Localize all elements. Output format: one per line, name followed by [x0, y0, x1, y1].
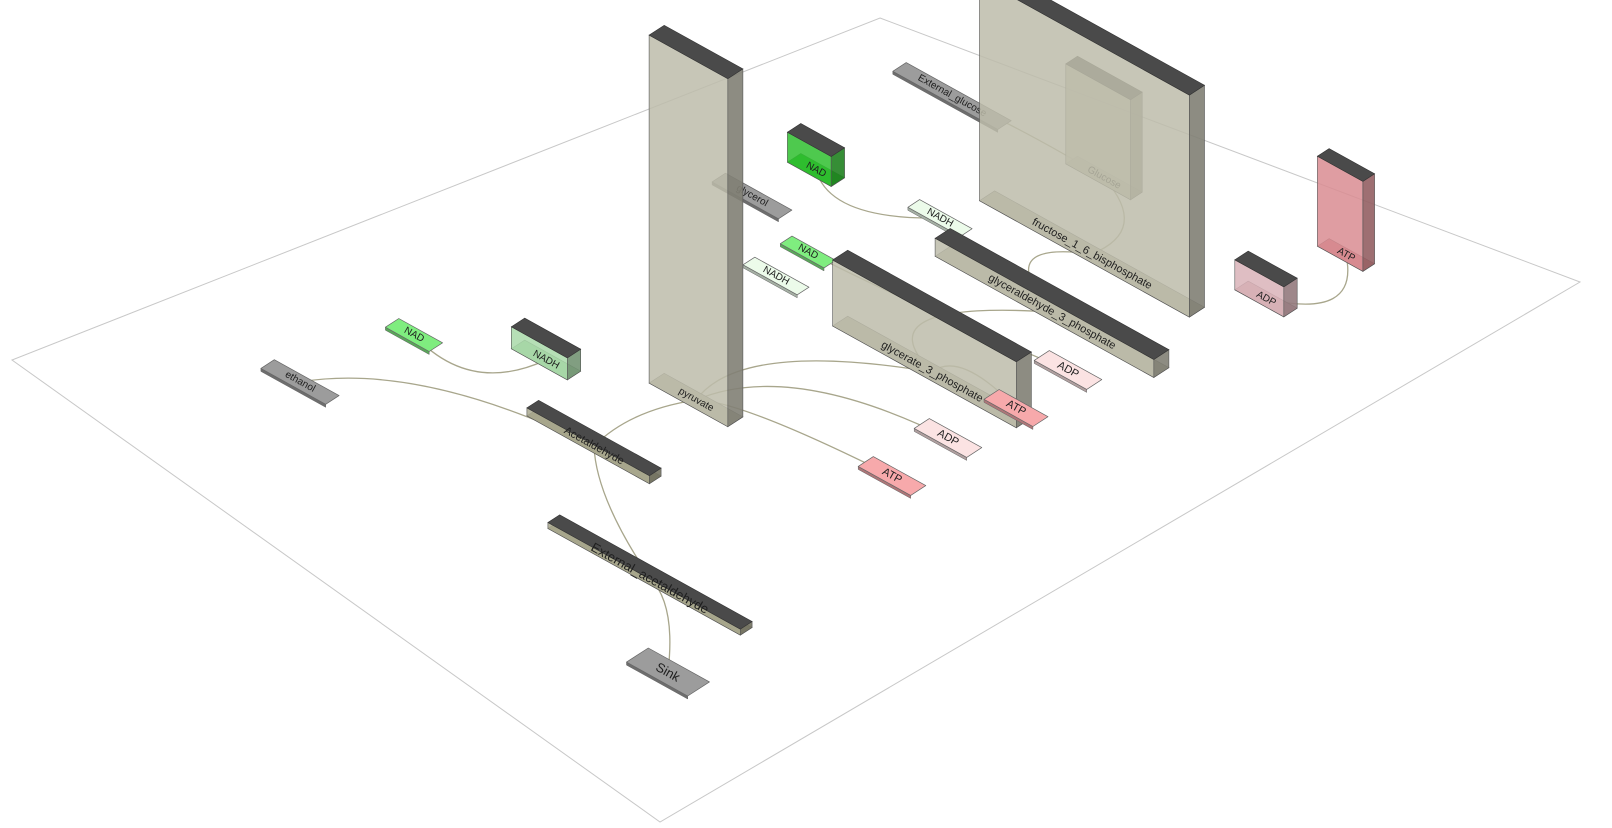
tag-face	[907, 199, 973, 237]
node-nad-top[interactable]: NAD	[786, 123, 846, 188]
bar-side-face	[1189, 84, 1205, 318]
bar-top	[786, 123, 846, 157]
tag-face	[983, 389, 1049, 427]
node-sink[interactable]: Sink	[626, 647, 710, 700]
tag-face	[626, 647, 710, 697]
bar-front-face	[648, 34, 729, 428]
node-pyruvate[interactable]: pyruvate	[648, 24, 744, 428]
tag-face	[857, 456, 927, 496]
bar-top	[1017, 0, 1206, 96]
node-nad-left[interactable]: NAD	[385, 318, 443, 355]
node-atp-1[interactable]: ATP	[983, 389, 1049, 430]
bar-top	[547, 514, 753, 630]
tag-face	[1033, 350, 1103, 390]
node-atp-top[interactable]: ATP	[1316, 148, 1376, 272]
bar-top	[1234, 250, 1298, 288]
bar-top	[832, 249, 1032, 363]
bar-top	[1316, 148, 1376, 182]
bar-top	[526, 399, 662, 477]
node-nadh-2[interactable]: NADH	[742, 256, 810, 299]
tag-face	[260, 359, 340, 405]
bar-side-face	[1362, 173, 1375, 272]
node-adp-top[interactable]: ADP	[1234, 250, 1298, 318]
bar-top	[934, 228, 1170, 360]
tag-face	[913, 418, 983, 458]
bar-side-face	[727, 68, 744, 428]
bar-top	[510, 317, 582, 359]
tag-face	[742, 256, 810, 296]
tag-face	[385, 318, 443, 352]
bar-top	[648, 24, 744, 80]
node-adp-2[interactable]: ADP	[913, 418, 983, 461]
node-adp-1[interactable]: ADP	[1033, 350, 1103, 393]
node-atp-2[interactable]: ATP	[857, 456, 927, 499]
